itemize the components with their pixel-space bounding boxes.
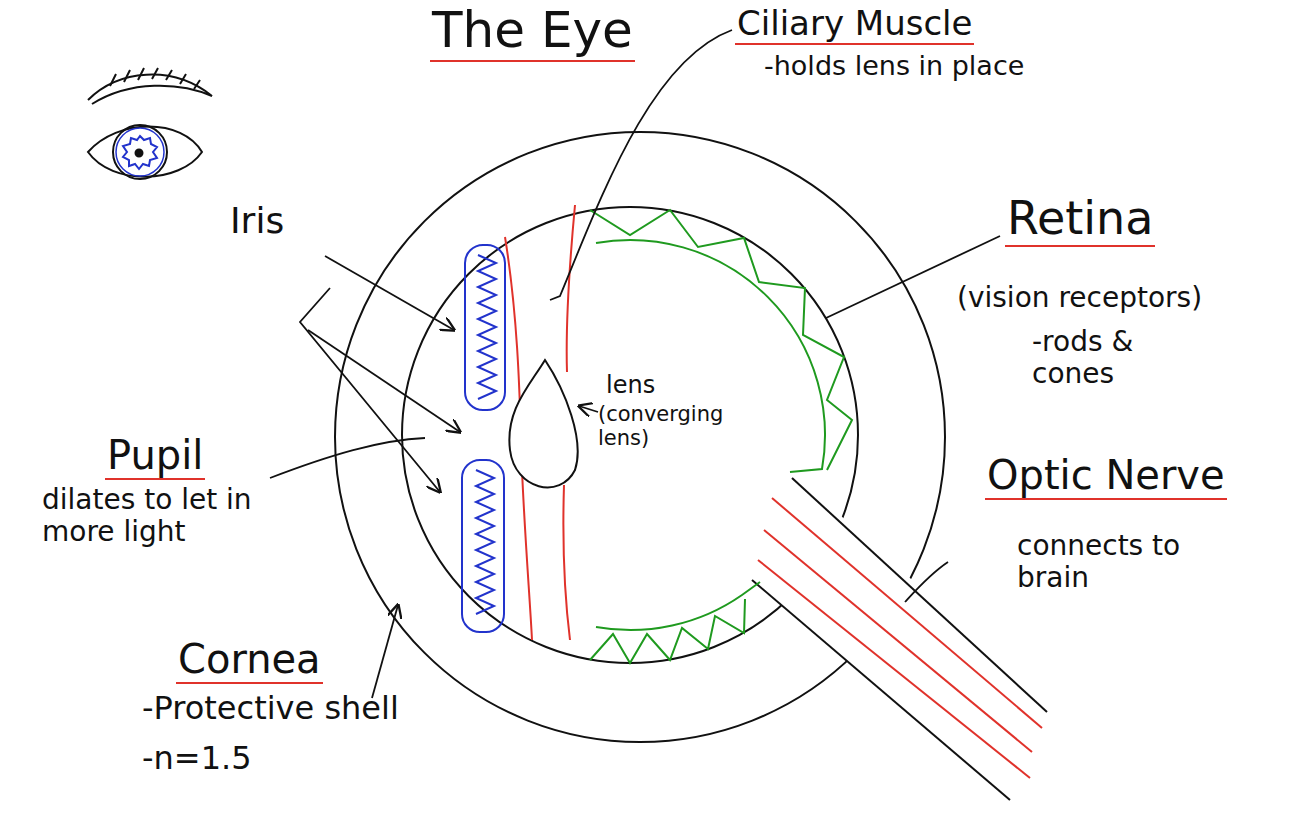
note-text: dilates to let in more light [40,484,294,548]
diagram-title: The Eye [430,2,635,62]
note-text: connects to brain [1015,530,1219,594]
nerve-wall [752,580,1010,800]
nerve-wall [792,478,1047,712]
part-label: Retina [1005,192,1155,247]
part-label: Optic Nerve [985,452,1227,500]
note-text: -holds lens in place [762,50,1026,81]
optic-nerve-fibres [758,498,1042,778]
note-text: (converging lens) [596,402,730,450]
part-label: Iris [228,200,286,241]
lens [509,360,577,487]
note-text: -Protective shell [140,690,401,727]
eye-icon [88,68,212,179]
note-text: -n=1.5 [140,740,254,777]
part-label: Ciliary Muscle [735,4,974,45]
part-label: Pupil [105,432,205,480]
note-text: -rods & cones [1030,326,1204,390]
iris [462,245,505,632]
part-label: lens [604,372,657,400]
note-text: (vision receptors) [955,282,1204,314]
part-label: Cornea [176,636,323,684]
leader-lines [270,30,1000,698]
retina [590,210,852,663]
eyeball [335,132,1052,800]
